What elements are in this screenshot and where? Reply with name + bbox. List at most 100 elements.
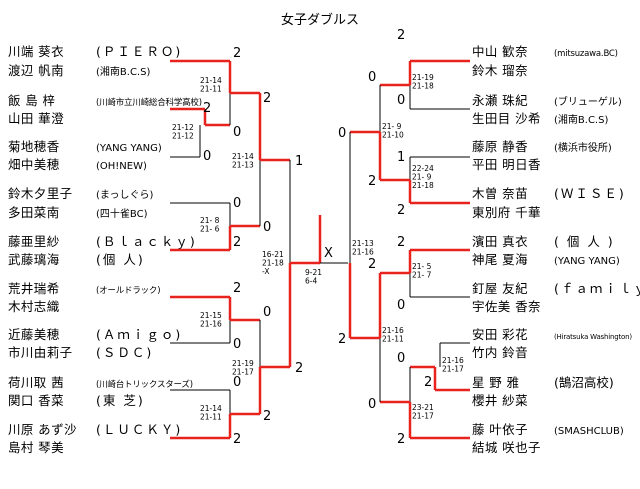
- player-name: 渡辺 帆南: [8, 63, 64, 78]
- player-name: 星 野 雅: [472, 375, 520, 390]
- detail-line: 21-17: [442, 365, 464, 374]
- detail-line: -X: [262, 267, 269, 276]
- player-name: 中山 歓奈: [472, 44, 528, 59]
- right-entry-4-player-2: 東別府 千華: [472, 205, 554, 220]
- player-club: (東 芝): [96, 393, 145, 408]
- player-club: (ｆａｍｉｌｙ): [554, 281, 640, 296]
- player-name: 荷川取 茜: [8, 375, 64, 390]
- player-name: 菊地穂香: [8, 139, 60, 154]
- detail-line: 21-17: [232, 368, 254, 377]
- player-name: 木村志織: [8, 299, 60, 314]
- player-club: (OH!NEW): [96, 161, 147, 172]
- left-entry-8-player-1: 荷川取 茜(川崎台トリックスターズ): [8, 375, 193, 393]
- detail-line: 21-11: [200, 413, 222, 422]
- player-club: (YANG YANG): [96, 143, 162, 154]
- detail-line: 16-21: [262, 250, 284, 259]
- right-entry-6-player-1: 釘屋 友紀(ｆａｍｉｌｙ): [472, 281, 640, 296]
- player-club: (個 人): [96, 252, 145, 267]
- detail-line: 21- 7: [412, 271, 432, 280]
- player-name: 島村 琴美: [8, 440, 64, 455]
- left-entry-6-player-2: 木村志織: [8, 299, 96, 314]
- player-name: 竹内 鈴音: [472, 345, 528, 360]
- left-entry-2-player-1: 飯 島 梓(川崎市立川崎総合科学高校): [8, 93, 202, 111]
- score-lr3a: 0: [263, 305, 271, 320]
- detail-line: 21- 9: [412, 173, 432, 182]
- detail-line: 21-11: [382, 335, 404, 344]
- player-name: 結城 咲也子: [472, 440, 541, 455]
- player-name: 安田 彩花: [472, 327, 528, 342]
- player-club: (Ａｍｉｇｏ): [96, 327, 183, 342]
- player-name: 多田菜南: [8, 205, 60, 220]
- left-entry-4-player-1: 鈴木夕里子 (まっしぐら): [8, 186, 153, 203]
- left-entry-1-player-2: 渡辺 帆南 (湘南B.C.S): [8, 63, 150, 80]
- detail-line: 21-18: [412, 181, 434, 190]
- player-name: 宇佐美 香奈: [472, 299, 541, 314]
- score-r6: 0: [397, 298, 405, 313]
- left-entry-3-player-1: 菊地穂香 (YANG YANG): [8, 139, 162, 156]
- score-r9: 2: [397, 432, 405, 447]
- player-club: (鵠沼高校): [554, 375, 614, 390]
- player-club: (川崎市立川崎総合科学高校): [96, 98, 202, 108]
- player-club: (四十雀BC): [96, 209, 148, 220]
- player-club: (YANG YANG): [554, 256, 620, 267]
- player-club: (Ｂｌａｃｋｙ): [96, 234, 197, 249]
- score-final: X: [324, 246, 333, 261]
- player-club: (ＷＩＳＥ): [554, 186, 626, 201]
- detail-line: 21-15: [200, 311, 222, 320]
- player-club: (湘南B.C.S): [96, 67, 151, 78]
- detail-line: 9-21: [305, 268, 322, 277]
- score-r8: 2: [424, 375, 432, 390]
- player-club: (ＰＩＥＲＯ): [96, 44, 183, 59]
- score-r3: 1: [397, 150, 405, 165]
- detail-line: 21-14: [232, 152, 254, 161]
- score-rr2a: 0: [368, 70, 376, 85]
- player-name: 畑中美穂: [8, 157, 60, 172]
- detail-line: 21-13: [352, 239, 374, 248]
- detail-line: 21-16: [382, 326, 404, 335]
- detail-line: 21- 9: [382, 122, 402, 131]
- player-club: (SMASHCLUB): [554, 426, 624, 437]
- left-entry-9-player-1: 川原 あず沙(ＬＵＣＫＹ): [8, 422, 182, 437]
- detail-line: 21-16: [352, 248, 374, 257]
- score-l1: 2: [233, 46, 241, 61]
- player-club: (まっしぐら): [96, 190, 154, 201]
- player-name: 関口 香菜: [8, 393, 64, 408]
- detail-line: 21-18: [412, 82, 434, 91]
- detail-line: 21- 6: [200, 225, 220, 234]
- right-entry-2-player-2: 生田目 沙希(湘南B.C.S): [472, 111, 608, 128]
- detail-line: 21-18: [262, 259, 284, 268]
- player-name: 濱田 真衣: [472, 234, 528, 249]
- score-rr3a: 2: [368, 257, 376, 272]
- right-entry-9-player-1: 藤 叶依子(SMASHCLUB): [472, 422, 624, 439]
- score-l9: 2: [233, 432, 241, 447]
- detail-line: 21-10: [382, 131, 404, 140]
- score-l2: 2: [203, 101, 211, 116]
- right-entry-3-player-2: 平田 明日香: [472, 157, 554, 172]
- player-club: (Hiratsuka Washington): [554, 333, 632, 341]
- score-rr2b: 2: [368, 174, 376, 189]
- left-entry-7-player-1: 近藤美穂(Ａｍｉｇｏ): [8, 327, 182, 342]
- player-name: 櫻井 紗菜: [472, 393, 528, 408]
- left-entry-5-player-1: 藤亜里紗(Ｂｌａｃｋｙ): [8, 234, 197, 249]
- player-name: 鈴木夕里子: [8, 186, 73, 201]
- right-entry-4-player-1: 木曽 奈苗(ＷＩＳＥ): [472, 186, 626, 201]
- player-name: 永瀬 珠紀: [472, 93, 528, 108]
- right-entry-1-player-1: 中山 歓奈(mitsuzawa.BC): [472, 44, 618, 62]
- score-lsf-top: 1: [295, 154, 303, 169]
- right-entry-8-player-1: 星 野 雅 (鵠沼高校): [472, 375, 614, 390]
- detail-line: 21-13: [232, 161, 254, 170]
- detail-line: 22-24: [412, 164, 434, 173]
- detail-line: 21- 8: [200, 216, 220, 225]
- right-entry-6-player-2: 宇佐美 香奈: [472, 299, 554, 314]
- left-entry-9-player-2: 島村 琴美: [8, 440, 96, 455]
- left-entry-5-player-2: 武藤璃海(個 人): [8, 252, 145, 267]
